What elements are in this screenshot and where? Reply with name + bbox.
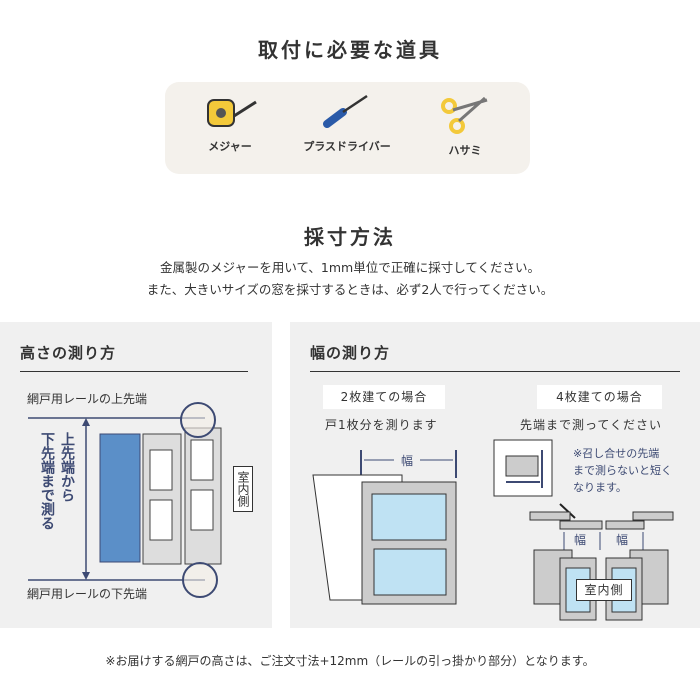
top-rail-label: 網戸用レールの上先端 bbox=[27, 392, 148, 406]
note-line: なります。 bbox=[573, 481, 627, 494]
two-panel-sub: 戸1枚分を測ります bbox=[325, 418, 438, 432]
measure-instruction-2: 下先端まで測る bbox=[39, 432, 55, 530]
measure-instruction-1: 上先端から bbox=[59, 432, 75, 502]
tools-box: メジャー プラスドライバー ハサミ bbox=[165, 82, 530, 174]
tools-title: 取付に必要な道具 bbox=[258, 38, 442, 62]
two-panel-heading: 2枚建ての場合 bbox=[323, 385, 445, 409]
tool-screwdriver: プラスドライバー bbox=[292, 94, 402, 154]
measure-line-2: また、大きいサイズの窓を採寸するときは、必ず2人で行ってください。 bbox=[146, 282, 554, 297]
tool-tape: メジャー bbox=[175, 94, 285, 154]
tool-label: メジャー bbox=[208, 140, 252, 153]
height-panel-title: 高さの測り方 bbox=[20, 344, 117, 362]
width-panel-title: 幅の測り方 bbox=[310, 344, 391, 362]
screwdriver-icon bbox=[323, 94, 368, 128]
tool-label: ハサミ bbox=[448, 144, 482, 157]
tool-label: プラスドライバー bbox=[303, 140, 391, 153]
measure-line-1: 金属製のメジャーを用いて、1mm単位で正確に採寸してください。 bbox=[160, 260, 540, 275]
divider bbox=[310, 371, 680, 372]
four-panel-heading: 4枚建ての場合 bbox=[537, 385, 662, 409]
note-line: ※召し合せの先端 bbox=[573, 447, 660, 460]
footnote: ※お届けする網戸の高さは、ご注文寸法+12mm（レールの引っ掛かり部分）となりま… bbox=[105, 654, 595, 668]
note-line: まで測らないと短く bbox=[573, 464, 672, 477]
indoor-side-label: 室内側 bbox=[233, 466, 253, 512]
width-label-left: 幅 bbox=[574, 533, 587, 547]
width-label-2: 幅 bbox=[401, 454, 414, 468]
height-panel: 高さの測り方 網戸用レールの上先端 網戸用レールの下先端 下先端まで測る 上先端… bbox=[0, 322, 272, 628]
width-panel: 幅の測り方 2枚建ての場合 戸1枚分を測ります 4枚建ての場合 先端まで測ってく… bbox=[290, 322, 700, 628]
height-diagram bbox=[28, 402, 222, 598]
divider bbox=[20, 371, 248, 372]
measure-title: 採寸方法 bbox=[304, 225, 396, 249]
scissors-icon bbox=[441, 96, 488, 134]
tool-scissors: ハサミ bbox=[410, 94, 520, 158]
indoor-side-label: 室内側 bbox=[576, 579, 632, 601]
bottom-rail-label: 網戸用レールの下先端 bbox=[27, 587, 148, 601]
width-label-right: 幅 bbox=[616, 533, 629, 547]
four-panel-note: ※召し合せの先端 まで測らないと短く なります。 bbox=[573, 445, 672, 496]
four-panel-sub: 先端まで測ってください bbox=[520, 418, 663, 432]
width-diagram bbox=[312, 439, 674, 621]
tape-measure-icon bbox=[207, 99, 257, 127]
